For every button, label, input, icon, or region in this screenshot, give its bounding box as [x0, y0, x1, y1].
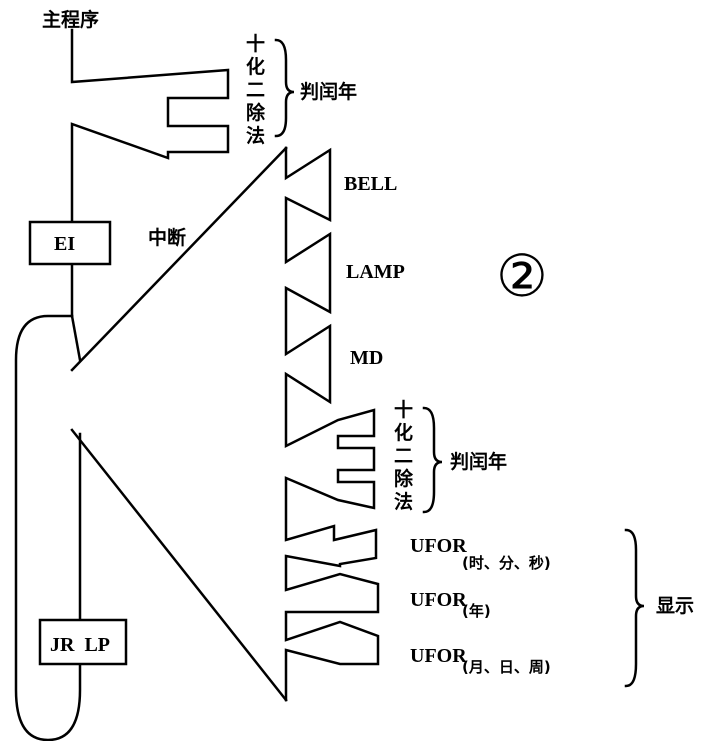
leap-year-label-top: 判闰年	[300, 80, 357, 103]
ufor-name: UFOR	[410, 645, 467, 667]
jr-lp-box	[38, 618, 128, 666]
loop-right-segment	[70, 314, 82, 362]
method-mid-char: 十	[394, 398, 413, 421]
main-program-label: 主程序	[42, 8, 99, 31]
ufor-args: (时、分、秒)	[462, 554, 551, 572]
ufor-args: (年)	[462, 602, 491, 620]
circled-number: ②	[496, 242, 548, 310]
main-entry-line	[70, 28, 230, 224]
md-label: MD	[350, 347, 383, 369]
method-mid-char: 除	[394, 467, 414, 490]
ufor-args: (月、日、周)	[462, 658, 551, 676]
ei-label: EI	[54, 233, 75, 255]
method-top-char: 化	[246, 55, 265, 78]
display-label: 显示	[656, 595, 694, 617]
bracket-top	[274, 38, 295, 138]
main-loop	[14, 314, 82, 741]
lamp-label: LAMP	[346, 261, 405, 283]
ufor-name: UFOR	[410, 589, 467, 611]
interrupt-wedge	[70, 146, 288, 702]
ei-box	[28, 220, 112, 266]
leap-year-label-mid: 判闰年	[450, 450, 507, 473]
bracket-display	[624, 528, 645, 688]
method-top-char: 二	[246, 79, 265, 101]
method-top-char: 十	[246, 32, 265, 55]
method-top-char: 除	[246, 101, 266, 124]
ufor-call-1: UFOR (时、分、秒)	[410, 535, 551, 572]
method-mid-char: 化	[394, 421, 413, 444]
ufor-call-3: UFOR (月、日、周)	[410, 645, 551, 676]
method-top-char: 法	[246, 124, 265, 147]
interrupt-lower-line	[70, 428, 288, 702]
bell-label: BELL	[344, 173, 397, 195]
ufor-call-2: UFOR (年)	[410, 589, 491, 620]
method-top-label: 十 化 二 除 法	[246, 32, 266, 147]
method-mid-char: 二	[394, 445, 413, 467]
bracket-mid	[422, 406, 443, 514]
ufor-name: UFOR	[410, 535, 467, 557]
interrupt-label: 中断	[148, 226, 186, 249]
method-mid-char: 法	[394, 490, 413, 513]
method-mid-label: 十 化 二 除 法	[394, 398, 414, 513]
jr-lp-label: JR LP	[50, 634, 110, 656]
isr-call-sequence	[284, 146, 380, 702]
interrupt-upper-line	[70, 146, 288, 372]
main-program-path	[70, 28, 230, 318]
